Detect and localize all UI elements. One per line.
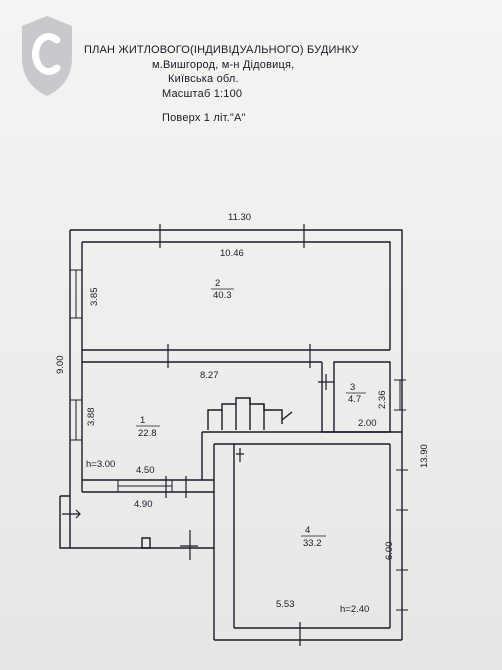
address-line-1: м.Вишгород, м-н Дідовиця, bbox=[152, 59, 295, 71]
window-room1-bottom bbox=[117, 480, 173, 492]
window-left-middle bbox=[70, 399, 82, 441]
stair-treads bbox=[221, 398, 265, 430]
dim-lower-left-width: 4.50 bbox=[136, 465, 155, 476]
door-porch bbox=[62, 509, 81, 519]
room-4-number: 4 bbox=[305, 525, 310, 536]
room-2-area: 40.3 bbox=[213, 290, 232, 301]
wall-room1-bottom bbox=[82, 479, 214, 493]
scale-label: Масштаб 1:100 bbox=[162, 88, 243, 100]
room-3-number: 3 bbox=[350, 382, 355, 393]
door-entrance bbox=[180, 530, 198, 560]
windows bbox=[70, 269, 408, 611]
room-2-number: 2 bbox=[215, 278, 220, 289]
door-room4 bbox=[236, 448, 244, 462]
doors bbox=[62, 224, 334, 646]
walls bbox=[59, 229, 403, 641]
dim-top-inner: 10.46 bbox=[220, 248, 244, 259]
porch-post bbox=[141, 537, 151, 549]
window-room4-upper bbox=[396, 469, 408, 511]
dim-porch-width: 4.90 bbox=[134, 499, 153, 510]
room-1-number: 1 bbox=[140, 415, 145, 426]
dim-left-upper: 3.85 bbox=[89, 288, 100, 307]
room3-walls bbox=[321, 361, 391, 433]
room4-bottom-wall bbox=[214, 627, 402, 641]
ceiling-left: h=3.00 bbox=[86, 459, 115, 470]
ceiling-right: h=2.40 bbox=[340, 604, 369, 615]
floor-label: Поверх 1 літ."А" bbox=[162, 112, 246, 124]
porch-left bbox=[59, 495, 70, 549]
ticks-room1-bottom bbox=[165, 476, 187, 498]
plan-title: ПЛАН ЖИТЛОВОГО(ІНДИВІДУАЛЬНОГО) БУДИНКУ bbox=[84, 44, 359, 56]
dim-left-overall: 9.00 bbox=[55, 356, 66, 375]
outer-wall-top-right bbox=[70, 229, 403, 440]
room-4-area: 33.2 bbox=[303, 538, 322, 549]
dim-room4-height: 6.00 bbox=[384, 542, 395, 561]
wall-room2-bottom bbox=[82, 349, 390, 363]
shield-c-logo-icon bbox=[22, 16, 72, 96]
inner-wall-top bbox=[82, 241, 391, 350]
dim-room4-width: 5.53 bbox=[276, 599, 295, 610]
window-room3 bbox=[394, 379, 406, 411]
door-ticks-middle bbox=[167, 344, 311, 368]
partition-wall bbox=[201, 432, 215, 640]
door-room3 bbox=[318, 374, 334, 390]
window-room4-lower bbox=[396, 569, 408, 611]
room-1-area: 22.8 bbox=[138, 428, 157, 439]
dim-left-middle: 3.88 bbox=[86, 408, 97, 427]
dim-top-overall: 11.30 bbox=[228, 212, 251, 223]
dim-small-room-width: 2.00 bbox=[358, 418, 377, 429]
dim-middle-width: 8.27 bbox=[200, 370, 219, 381]
window-left-upper bbox=[70, 269, 82, 319]
address-line-2: Київська обл. bbox=[168, 73, 239, 85]
staircase bbox=[207, 397, 283, 430]
door-ticks-top bbox=[159, 224, 305, 248]
dim-right-small: 2.36 bbox=[377, 391, 388, 410]
dim-right-overall: 13.90 bbox=[419, 444, 430, 468]
wall-room4-top bbox=[202, 431, 402, 445]
stair-arrow bbox=[281, 411, 293, 421]
room-3-area: 4.7 bbox=[348, 394, 361, 405]
